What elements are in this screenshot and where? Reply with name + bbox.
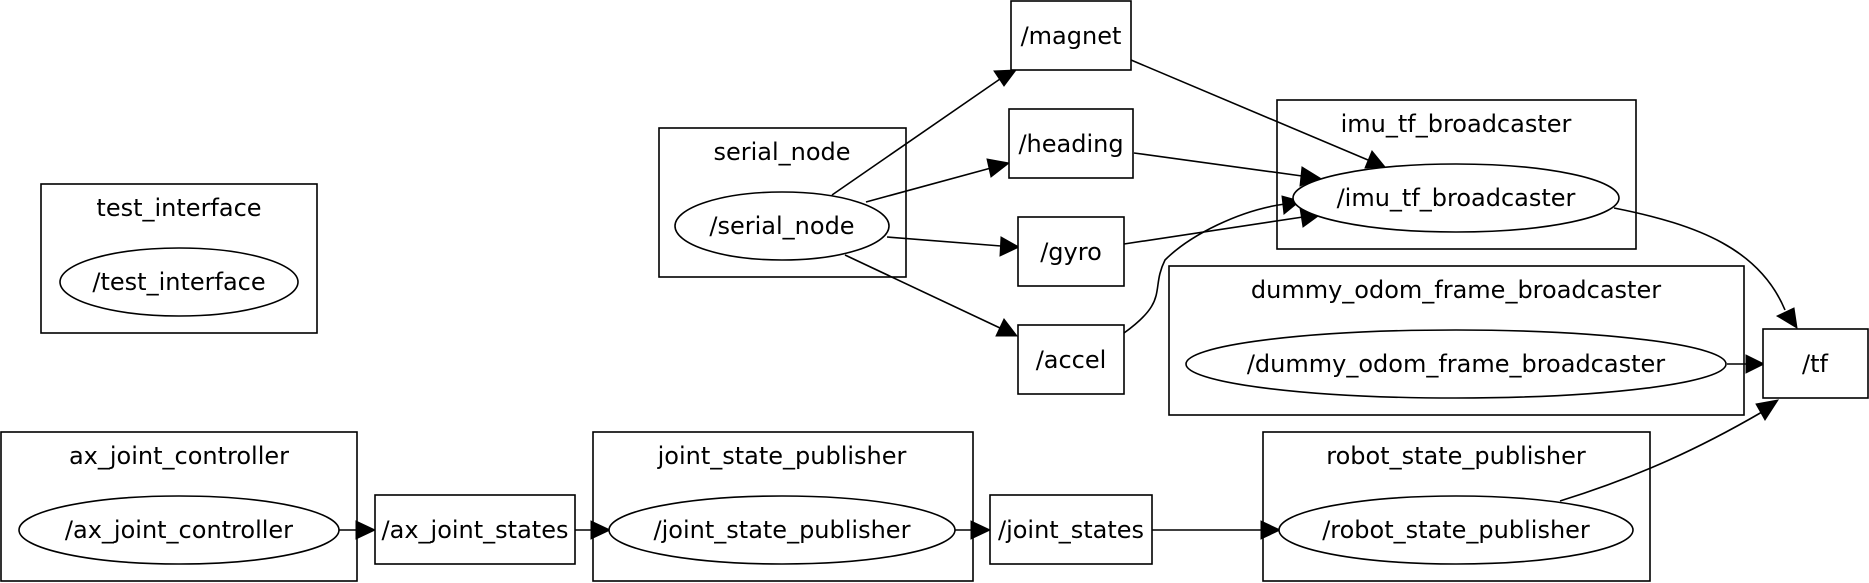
cluster-imu-tf-broadcaster: imu_tf_broadcaster	[1276, 99, 1637, 250]
cluster-robot-state-publisher: robot_state_publisher	[1262, 431, 1651, 582]
cluster-label: robot_state_publisher	[1326, 442, 1586, 470]
node-label: /imu_tf_broadcaster	[1337, 184, 1576, 212]
node-serial-node[interactable]: /serial_node	[674, 191, 890, 261]
node-ax-joint-controller[interactable]: /ax_joint_controller	[18, 495, 340, 565]
edge-accel-to-imu	[1123, 203, 1286, 334]
cluster-label: ax_joint_controller	[69, 442, 289, 470]
cluster-label: joint_state_publisher	[657, 442, 907, 470]
arrowhead	[1745, 354, 1766, 374]
topic-tf[interactable]: /tf	[1762, 328, 1869, 399]
cluster-ax-joint-controller: ax_joint_controller	[0, 431, 358, 582]
cluster-joint-state-publisher: joint_state_publisher	[592, 431, 974, 582]
arrowhead	[993, 69, 1018, 87]
arrowhead	[1260, 520, 1282, 540]
node-label: /test_interface	[92, 268, 265, 296]
edge-imu-to-tf	[1613, 207, 1786, 311]
arrowhead	[1364, 150, 1387, 169]
cluster-test-interface: test_interface	[40, 183, 318, 334]
node-dummy-odom-frame-broadcaster[interactable]: /dummy_odom_frame_broadcaster	[1185, 329, 1727, 399]
cluster-dummy-odom-frame-broadcaster: dummy_odom_frame_broadcaster	[1168, 265, 1745, 416]
topic-label: /heading	[1018, 130, 1123, 158]
topic-magnet[interactable]: /magnet	[1010, 0, 1132, 71]
cluster-label: dummy_odom_frame_broadcaster	[1251, 276, 1661, 304]
topic-gyro[interactable]: /gyro	[1017, 216, 1125, 287]
edge-robot-state-to-tf	[1559, 411, 1763, 502]
arrowhead	[590, 520, 612, 540]
topic-label: /gyro	[1040, 238, 1102, 266]
arrowhead	[999, 236, 1021, 257]
node-label: /dummy_odom_frame_broadcaster	[1247, 350, 1665, 378]
node-label: /ax_joint_controller	[65, 516, 293, 544]
edge-serial-to-magnet	[831, 78, 1001, 196]
edge-gyro-to-imu	[1123, 216, 1304, 245]
arrowhead	[355, 520, 377, 540]
topic-label: /joint_states	[998, 516, 1144, 544]
node-robot-state-publisher[interactable]: /robot_state_publisher	[1278, 495, 1634, 565]
edge-serial-to-gyro	[886, 236, 1002, 247]
topic-label: /magnet	[1021, 22, 1122, 50]
edge-serial-to-accel	[844, 254, 1001, 329]
edge-heading-to-imu	[1133, 152, 1303, 177]
node-imu-tf-broadcaster[interactable]: /imu_tf_broadcaster	[1292, 163, 1620, 233]
cluster-serial-node: serial_node	[658, 127, 907, 278]
arrowhead	[1755, 399, 1780, 421]
topic-label: /accel	[1036, 346, 1107, 374]
cluster-label: serial_node	[713, 138, 850, 166]
cluster-label: test_interface	[96, 194, 261, 222]
node-label: /serial_node	[709, 212, 854, 240]
topic-ax-joint-states[interactable]: /ax_joint_states	[374, 494, 576, 565]
topic-accel[interactable]: /accel	[1017, 324, 1125, 395]
node-label: /robot_state_publisher	[1322, 516, 1590, 544]
node-joint-state-publisher[interactable]: /joint_state_publisher	[608, 495, 956, 565]
topic-heading[interactable]: /heading	[1008, 108, 1134, 179]
topic-joint-states[interactable]: /joint_states	[989, 494, 1153, 565]
cluster-label: imu_tf_broadcaster	[1341, 110, 1572, 138]
topic-label: /ax_joint_states	[382, 516, 569, 544]
arrowhead	[970, 520, 992, 540]
edge-magnet-to-imu	[1130, 59, 1369, 161]
edge-serial-to-heading	[865, 167, 992, 203]
node-test-interface[interactable]: /test_interface	[59, 247, 299, 317]
arrowhead	[995, 318, 1019, 337]
arrowhead	[1775, 307, 1798, 329]
node-label: /joint_state_publisher	[654, 516, 911, 544]
topic-label: /tf	[1802, 350, 1828, 378]
arrowhead	[986, 158, 1011, 178]
